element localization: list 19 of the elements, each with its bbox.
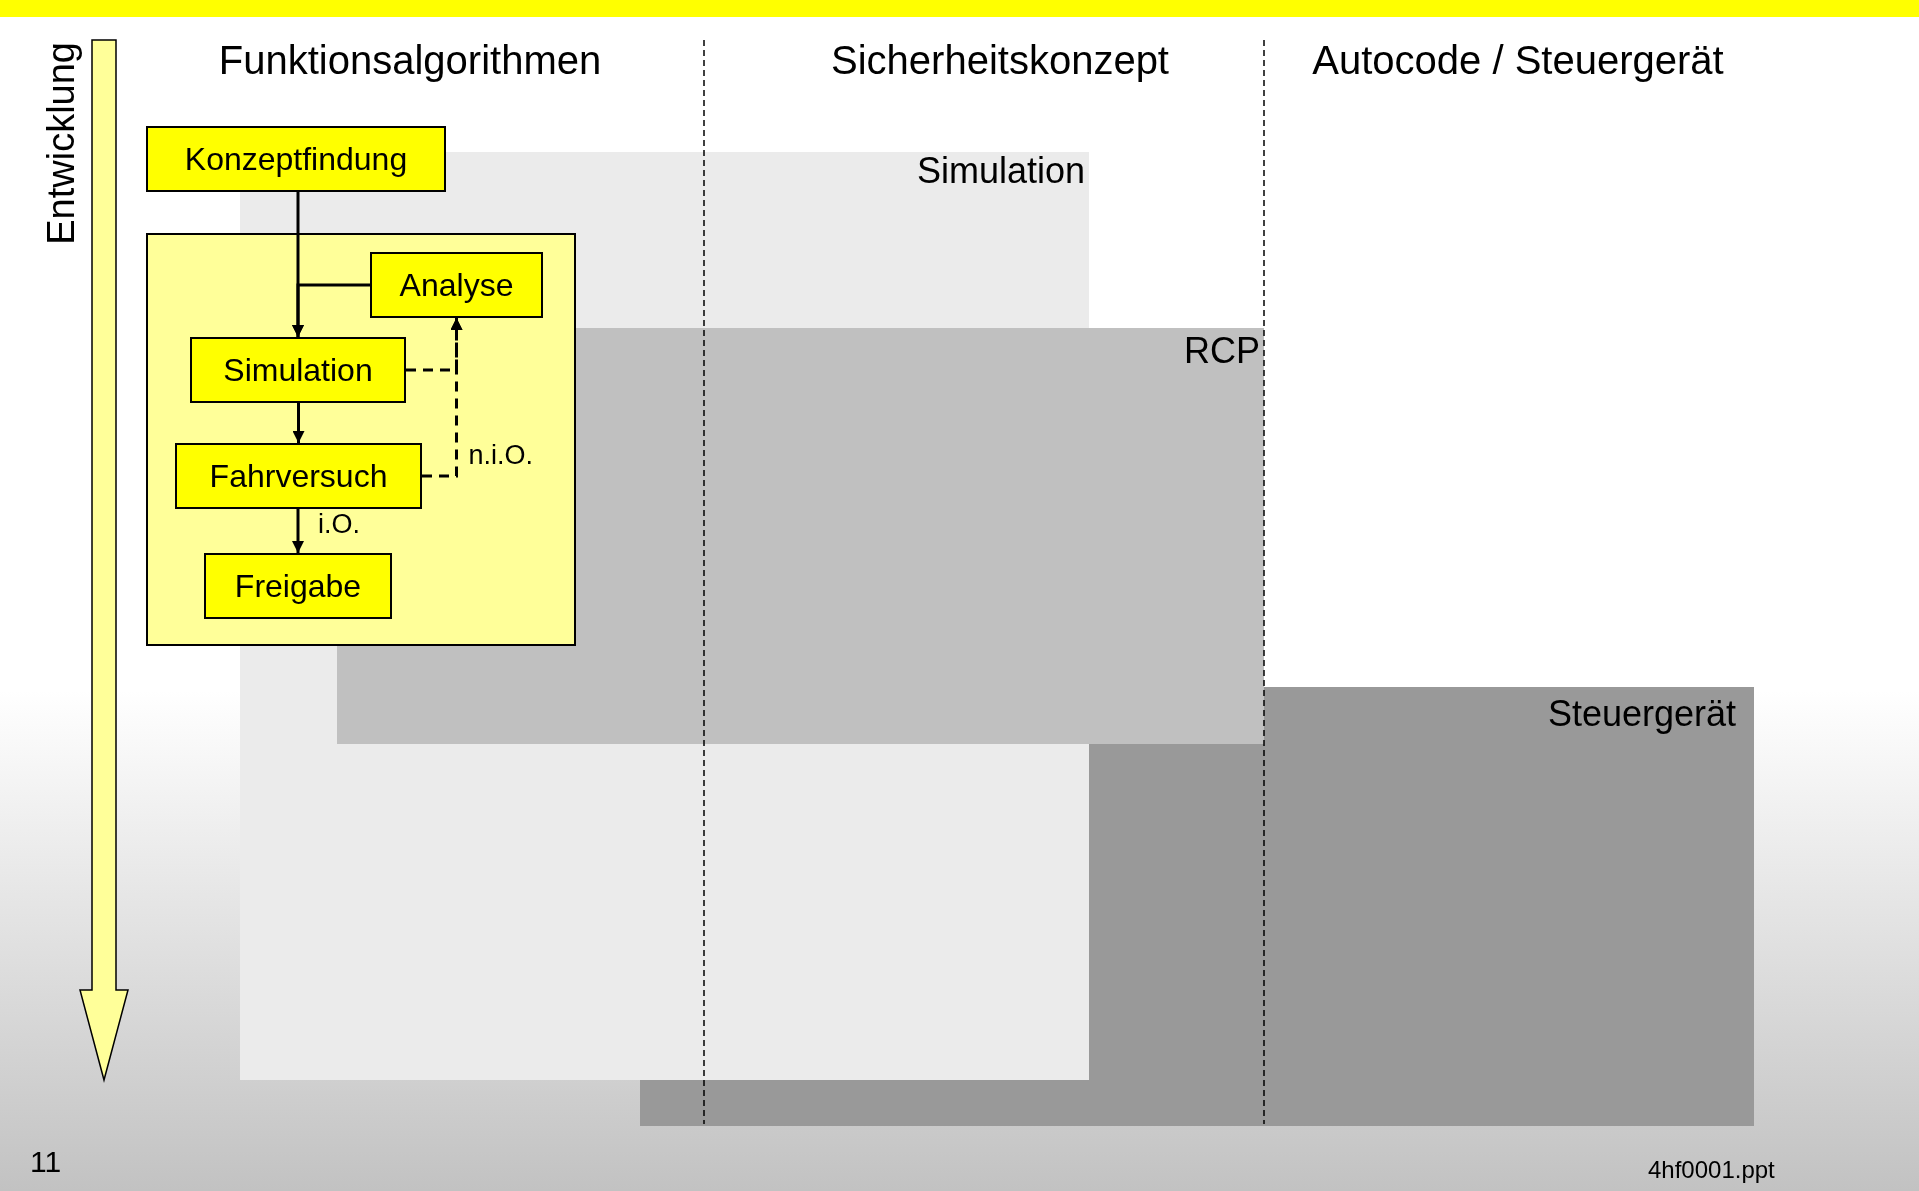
arrow	[292, 283, 370, 337]
zone-label: RCP	[1184, 330, 1260, 372]
process-box: Fahrversuch	[175, 443, 422, 509]
column-heading: Sicherheitskonzept	[831, 38, 1169, 83]
page-number: 11	[30, 1145, 62, 1179]
axis-label: Entwicklung	[40, 42, 83, 245]
process-box: Freigabe	[204, 553, 392, 619]
group-panel	[146, 233, 576, 646]
arrow	[422, 318, 463, 478]
column-heading: Funktionsalgorithmen	[218, 38, 602, 83]
zone-label: Steuergerät	[1547, 693, 1736, 735]
column-heading: Autocode / Steuergerät	[1312, 38, 1724, 83]
arrow	[292, 403, 305, 443]
process-box: Analyse	[370, 252, 543, 318]
zone-label: Simulation	[916, 150, 1085, 192]
process-box: Simulation	[190, 337, 406, 403]
file-name: 4hf0001.ppt	[1648, 1156, 1775, 1184]
arrow	[292, 509, 304, 553]
process-box: Konzeptfindung	[146, 126, 446, 192]
